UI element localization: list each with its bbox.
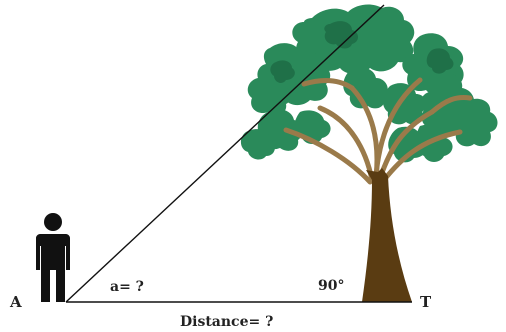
point-t-label: T <box>420 293 432 311</box>
tree-foliage <box>240 4 498 163</box>
person-silhouette-icon <box>36 213 70 302</box>
point-a-label: A <box>9 293 22 311</box>
tree-trunk <box>362 168 412 302</box>
angle-a-label: a= ? <box>110 279 144 295</box>
distance-label: Distance= ? <box>180 314 273 330</box>
right-angle-label: 90° <box>318 278 344 294</box>
sight-line <box>65 4 385 303</box>
tree-foliage-shading <box>270 21 454 83</box>
